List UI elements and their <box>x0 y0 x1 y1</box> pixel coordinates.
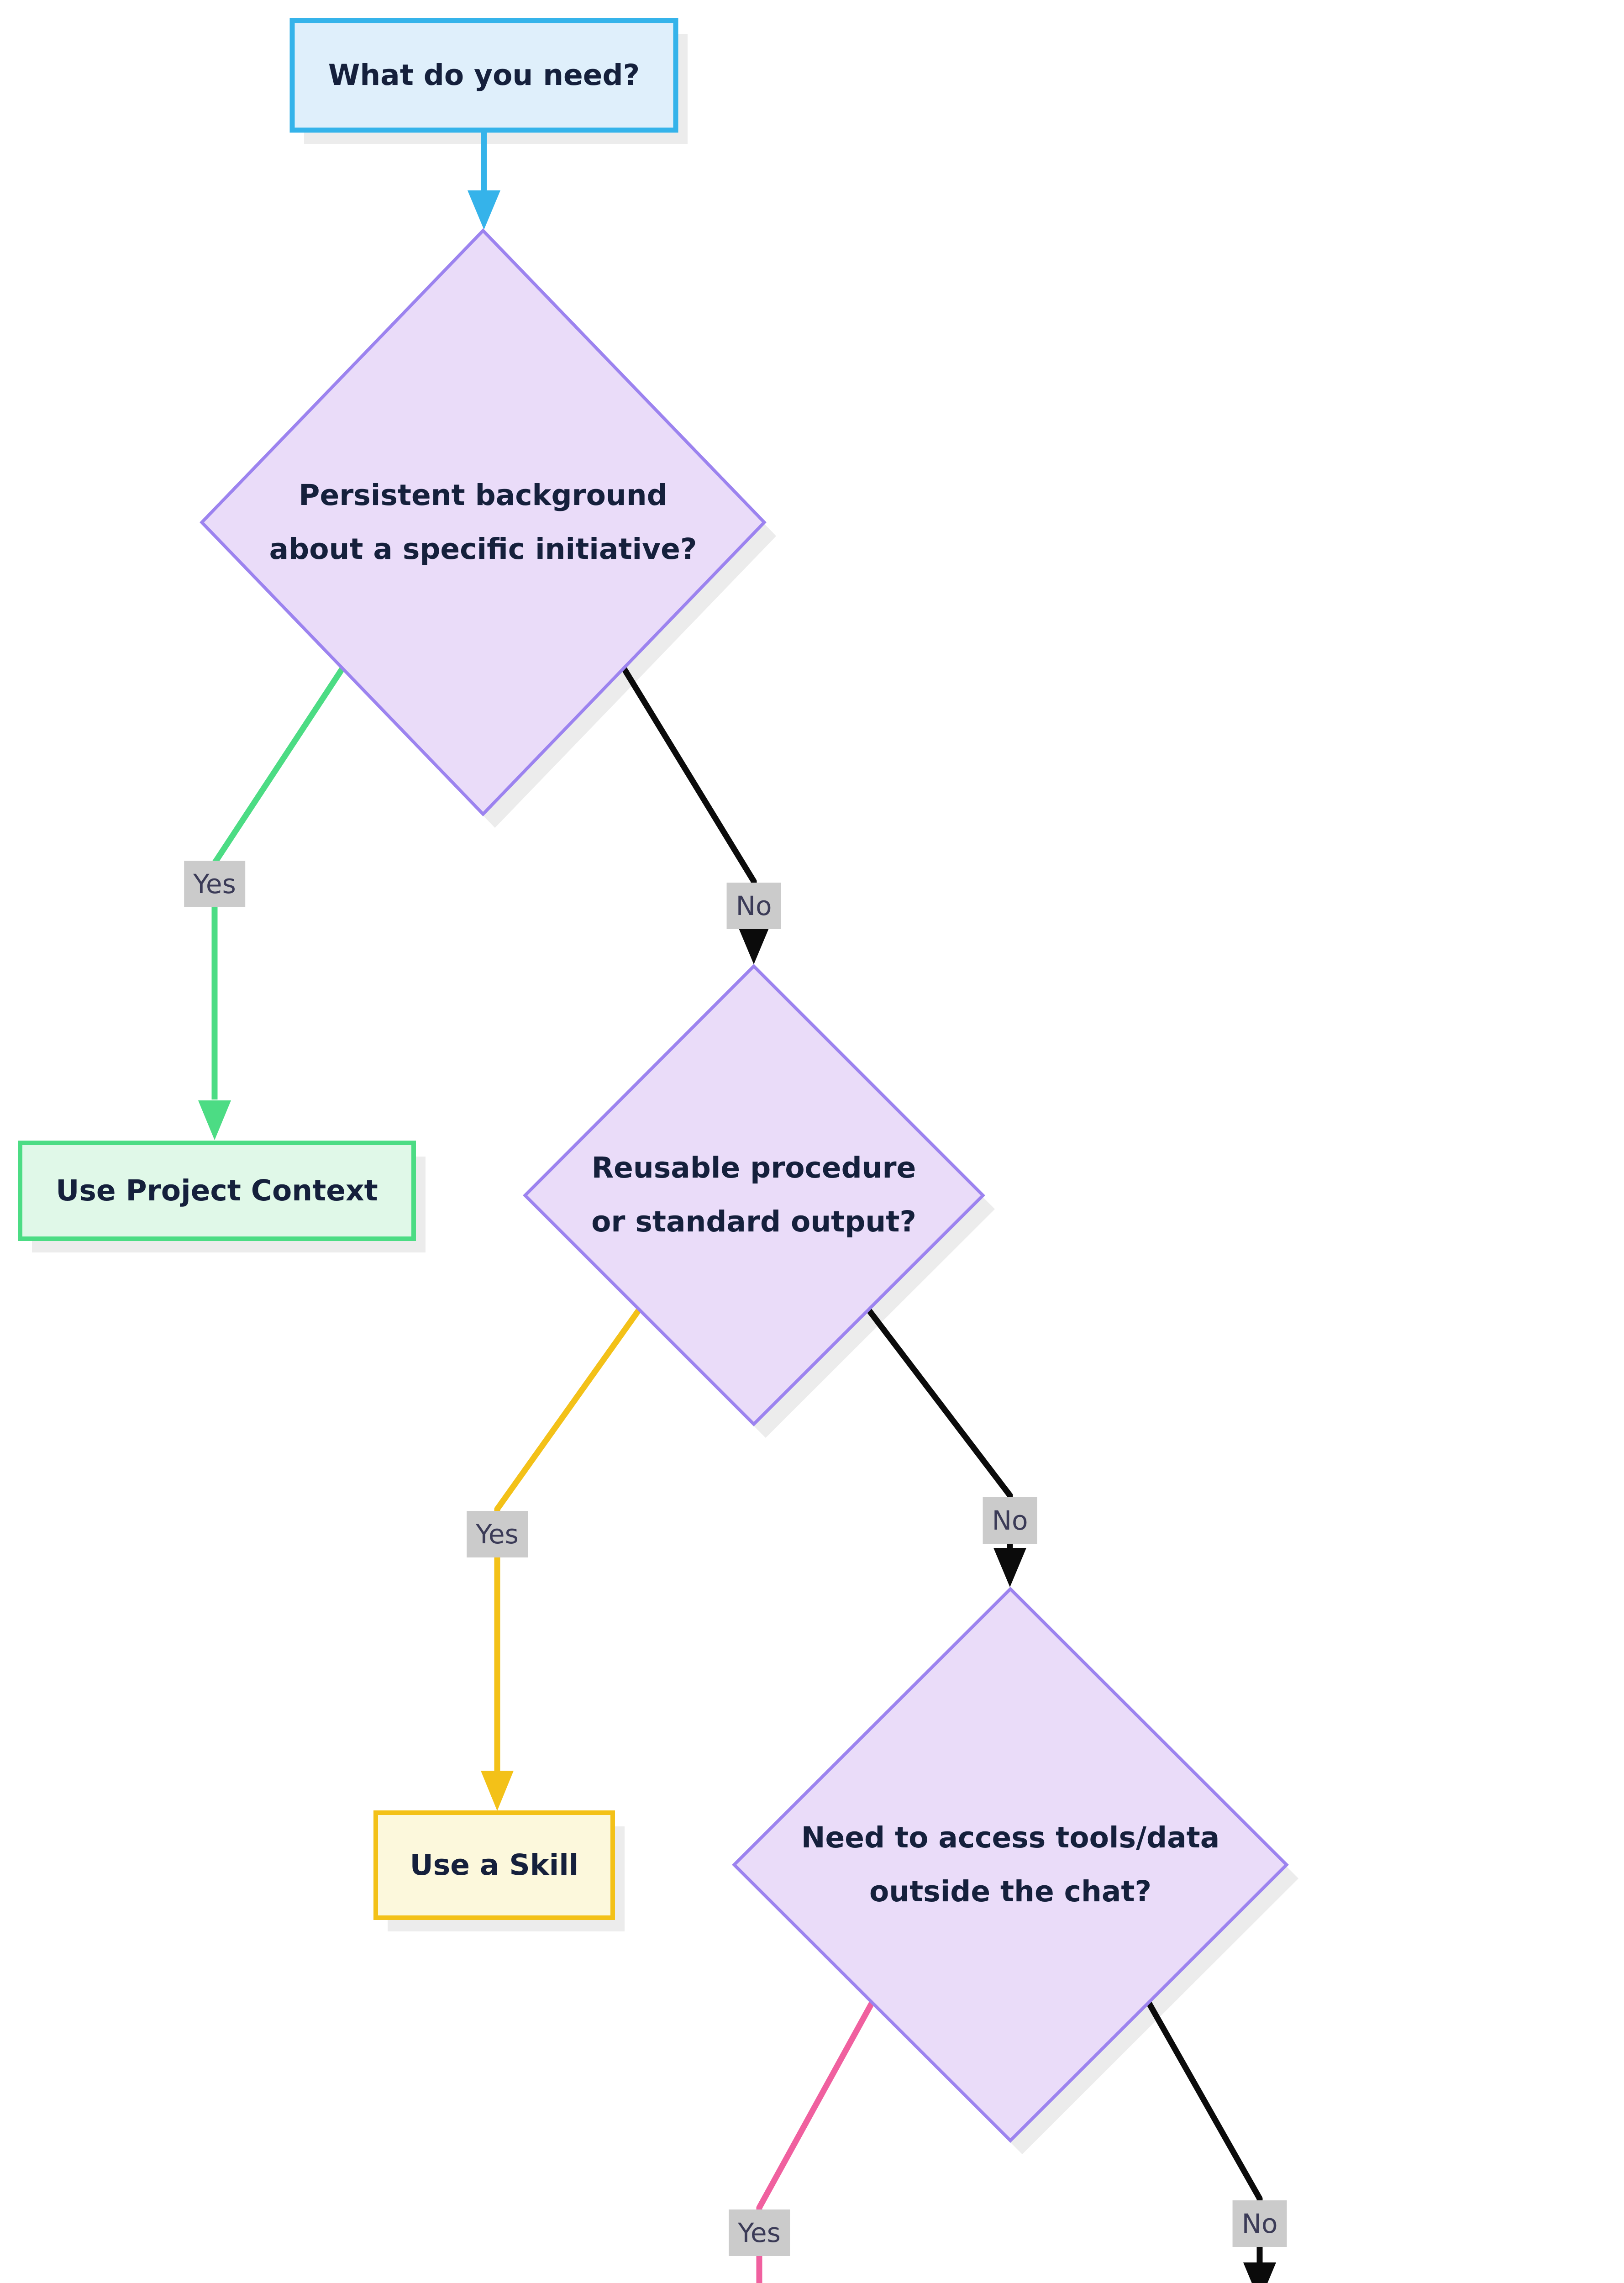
decision-3-shape <box>732 1587 1289 2143</box>
arrowhead-no-decision-2 <box>737 925 770 964</box>
edge-yes-to-mcp <box>756 2001 875 2283</box>
arrowhead-no-decision-3 <box>993 1548 1026 1587</box>
edge-no-to-decision-3 <box>866 1308 1013 1548</box>
edge-no-to-decision-4 <box>1146 2001 1263 2262</box>
decision-1-shape <box>200 228 767 817</box>
arrowheads <box>198 190 1276 2283</box>
project-context-shape <box>18 1141 416 1241</box>
edge-yes-to-skill <box>494 1308 642 1771</box>
arrowhead-start-to-decision-1 <box>468 190 500 230</box>
edge-no-to-decision-2 <box>621 666 757 926</box>
skill-shape <box>373 1810 615 1920</box>
arrowhead-no-decision-4 <box>1243 2262 1276 2283</box>
edge-yes-to-project-context <box>211 667 345 1099</box>
decision-2-shape <box>523 964 985 1426</box>
node-shapes <box>18 18 1289 2143</box>
arrowhead-yes-project-context <box>198 1100 231 1140</box>
arrowhead-yes-skill <box>481 1771 514 1811</box>
start-node-shape <box>289 18 678 133</box>
